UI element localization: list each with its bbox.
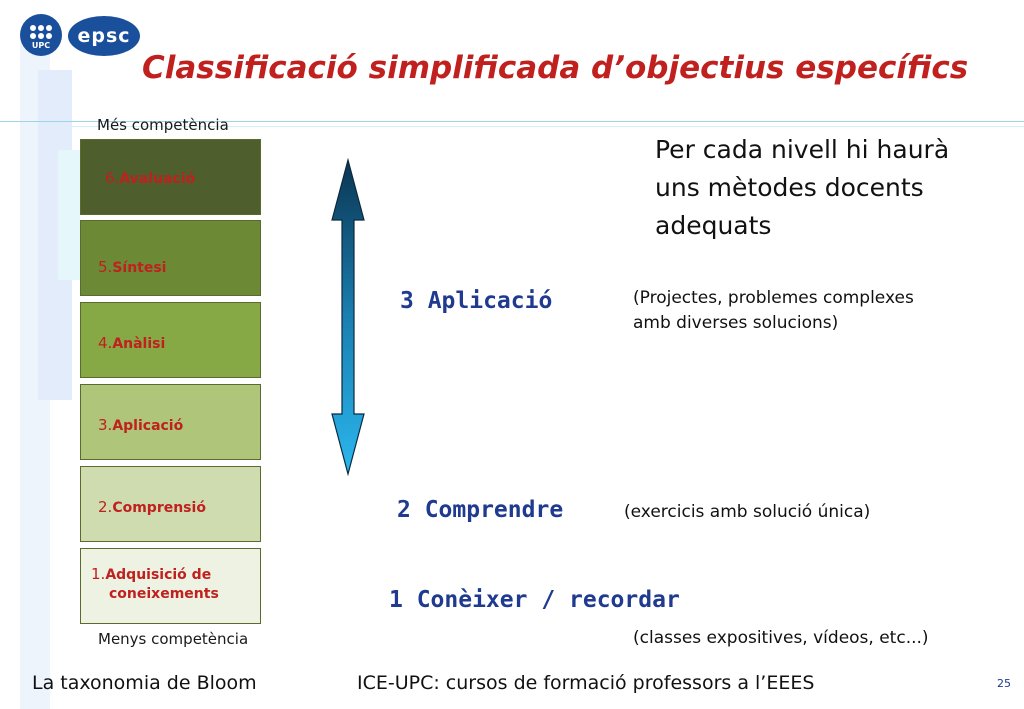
stage-aplicacio-description: (Projectes, problemes complexes amb dive…	[633, 288, 914, 333]
footer-center-text: ICE-UPC: cursos de formació professors a…	[357, 672, 815, 694]
page-number: 25	[997, 677, 1011, 690]
intro-line: uns mètodes docents	[655, 173, 924, 202]
level-6-box: 6.Avaluació	[80, 139, 261, 215]
upc-logo-text: UPC	[31, 40, 51, 50]
top-competence-label: Més competència	[97, 116, 229, 134]
upc-logo: UPC	[20, 14, 62, 56]
epsc-logo: epsc	[68, 16, 140, 56]
level-5-box: 5.Síntesi	[80, 220, 261, 296]
header-divider	[70, 126, 1024, 127]
header-divider	[0, 121, 1024, 122]
level-5-label: 5.Síntesi	[98, 258, 167, 276]
stage-coneixer-description: (classes expositives, vídeos, etc...)	[633, 628, 929, 648]
double-arrow-icon	[331, 158, 365, 476]
bottom-competence-label: Menys competència	[98, 630, 249, 648]
stage-comprendre-description: (exercicis amb solució única)	[624, 502, 871, 522]
level-2-label: 2.Comprensió	[98, 498, 206, 516]
level-6-label: 6.Avaluació	[105, 169, 196, 187]
level-4-label: 4.Anàlisi	[98, 334, 166, 352]
level-3-label: 3.Aplicació	[98, 416, 184, 434]
stage-aplicacio-title: 3 Aplicació	[400, 288, 553, 314]
level-2-box: 2.Comprensió	[80, 466, 261, 542]
intro-text: Per cada nivell hi haurà uns mètodes doc…	[655, 131, 949, 245]
intro-line: adequats	[655, 211, 772, 240]
stage-coneixer-title: 1 Conèixer / recordar	[389, 587, 680, 613]
level-3-box: 3.Aplicació	[80, 384, 261, 460]
stage-comprendre-title: 2 Comprendre	[397, 497, 564, 523]
upc-logo-dots-icon	[30, 24, 52, 39]
slide-title: Classificació simplificada d’objectius e…	[142, 50, 969, 86]
level-4-box: 4.Anàlisi	[80, 302, 261, 378]
decorative-band	[58, 150, 80, 280]
footer-left-text: La taxonomia de Bloom	[32, 672, 257, 694]
intro-line: Per cada nivell hi haurà	[655, 135, 950, 164]
